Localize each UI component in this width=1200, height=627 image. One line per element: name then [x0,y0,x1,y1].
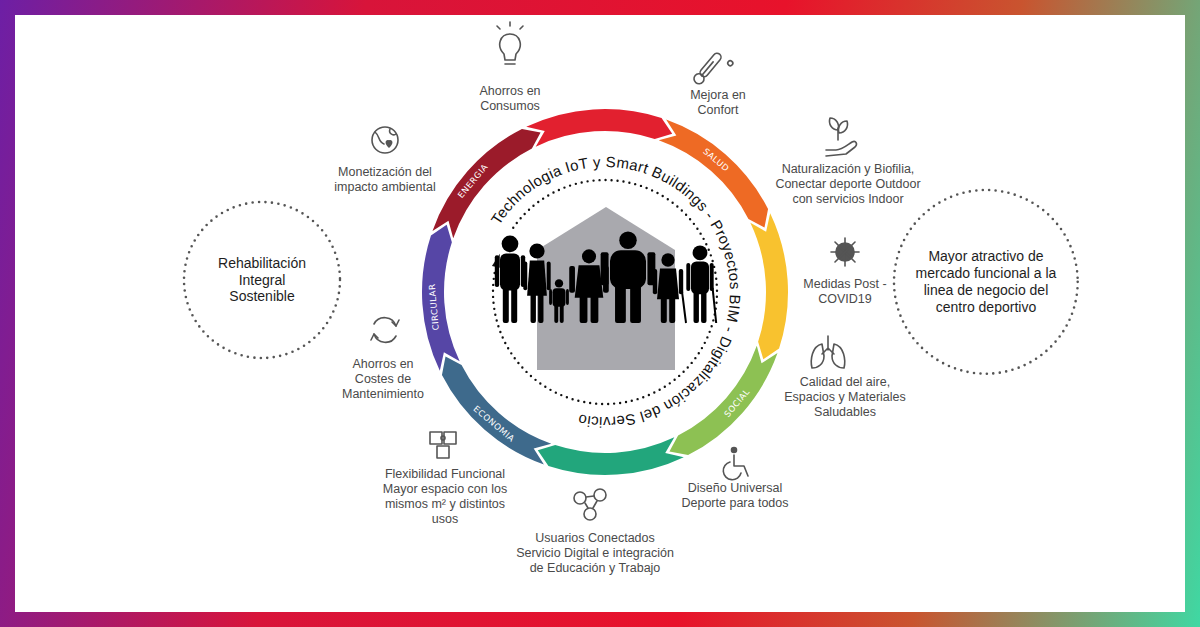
person-figure [601,231,656,323]
ring-arrow-segment [422,225,460,371]
icons [371,22,859,520]
benefit-label: Calidad del aire, Espacios y Materiales … [775,375,915,420]
benefit-label: Mejora en Confort [678,88,758,118]
ring-label: SALUD [701,147,730,173]
benefit-label: Diseño Universal Deporte para todos [675,481,795,511]
person-figure [549,279,569,323]
virus-icon [831,238,859,266]
person-figure [495,235,525,323]
house-shape [537,207,675,370]
curved-text: Technologia IoT y Smart Buildings - Proy… [487,153,744,431]
curved-text-group: Technologia IoT y Smart Buildings - Proy… [487,153,744,431]
ring-label: SOCIAL [723,387,751,419]
thermometer-icon [692,49,734,93]
ring-segments [422,109,788,475]
dotted-outline [184,202,340,358]
ring-arrow-segment [538,437,684,475]
puzzle-icon [430,432,456,458]
ring-arrow-segment [526,109,672,147]
person-figure [523,243,550,323]
people-figures [495,231,716,323]
dotted-circle-node: Mayor atractivo de mercado funcional a l… [892,188,1080,376]
dotted-circle [493,180,717,404]
benefit-label: Usuarios Conectados Servicio Digital e i… [513,531,678,576]
globe-heart-icon [372,127,398,153]
benefit-label: Monetización del impacto ambiental [320,165,450,195]
bulb-icon [497,22,523,64]
ring-label: CIRCULAR [427,283,440,330]
dotted-arc [492,180,717,404]
wheelchair-icon [723,448,748,480]
node-text: Rehabilitación Integral Sostenible [207,255,317,305]
benefit-label: Ahorros en Consumos [468,84,553,114]
person-figure [569,249,609,323]
benefit-label: Medidas Post - COVID19 [798,277,893,307]
ring-label: ECONOMIA [472,404,516,443]
ring-label: ENERGIA [457,163,490,200]
benefit-label: Naturalización y Biofilia, Conectar depo… [766,162,931,207]
plant-hand-icon [826,118,856,156]
ring-arrow-segment [442,356,551,464]
person-figure [686,245,716,323]
ring-arrow-segment [750,213,788,359]
lungs-icon [811,336,844,368]
person-figure [653,253,686,323]
dotted-circle-node: Rehabilitación Integral Sostenible [182,200,342,360]
node-text: Mayor atractivo de mercado funcional a l… [907,248,1065,315]
dotted-outline [894,190,1078,374]
connected-users-icon [574,489,606,520]
recycle-icon [371,318,399,343]
benefit-label: Flexibilidad Funcional Mayor espacio con… [378,467,513,527]
benefit-label: Ahorros en Costes de Mantenimiento [336,357,431,402]
